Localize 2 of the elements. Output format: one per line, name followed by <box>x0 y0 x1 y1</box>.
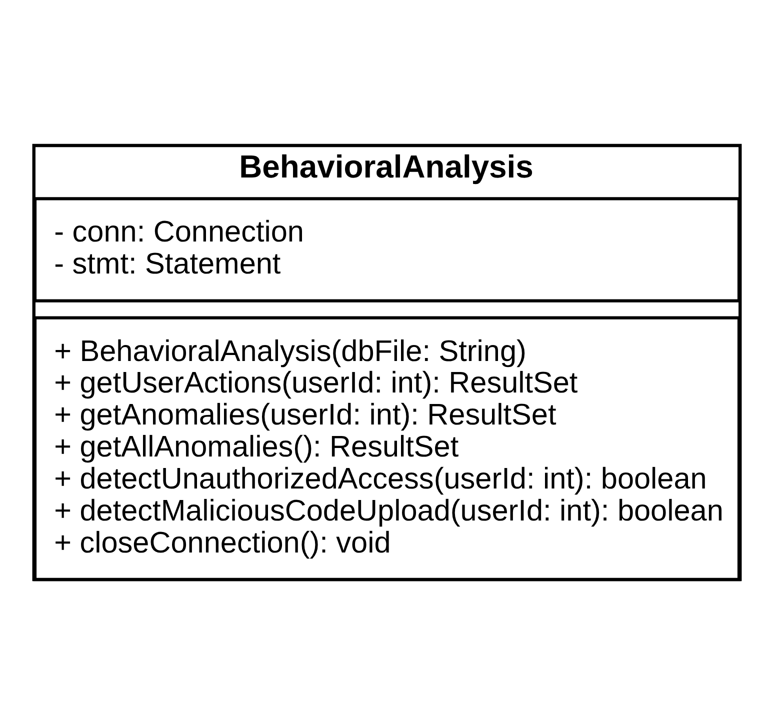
node-box: - conn: Connection - stmt: Statement <box>33 196 741 302</box>
node-box: + BehavioralAnalysis(dbFile: String) + getUserActions(userId: int): ResultSet + getAnomalies(userId: int): ResultSet + getAllAnomalies(): ResultSet + detectUnauthorizedAccess(userId: int): boolean + detectMaliciousCodeUpload(userId: int): boolean + closeConnection(): void <box>33 316 741 581</box>
